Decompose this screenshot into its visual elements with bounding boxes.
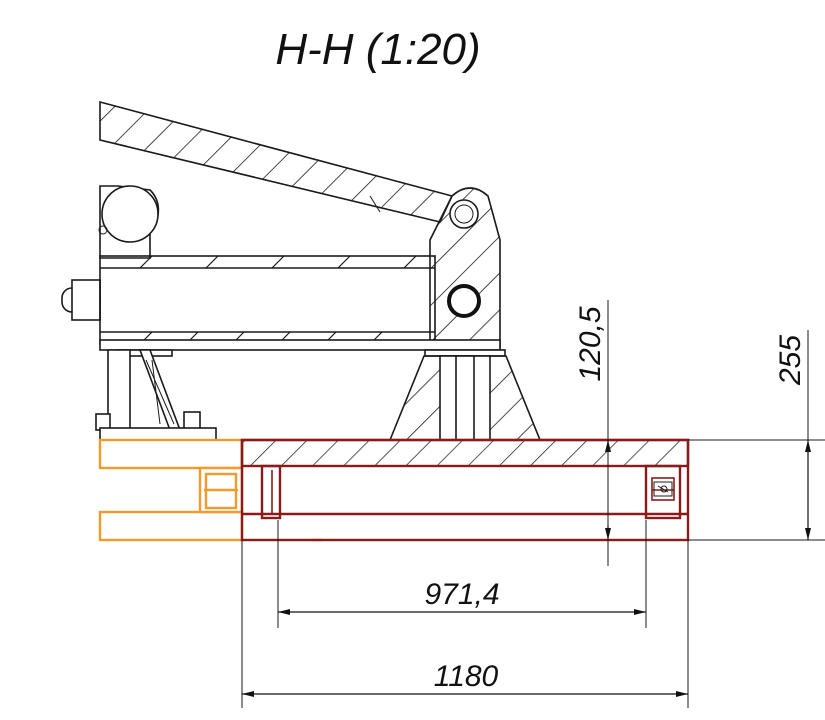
right-fitting (653, 481, 673, 497)
right-inner-block (644, 464, 682, 520)
base-section (240, 438, 690, 542)
hatch-tick (205, 255, 219, 269)
hatch-tick (139, 255, 153, 269)
left-legs (95, 349, 217, 441)
dim-plate-height: 120,5 (574, 300, 611, 566)
main-beam (99, 255, 436, 345)
side-pin (61, 279, 101, 321)
support-pedestal (388, 355, 542, 441)
dim-plate-height-label: 120,5 (574, 306, 607, 381)
dim-overall-width-label: 1180 (434, 660, 499, 693)
crane-structure (61, 100, 542, 441)
hatch-tick (337, 255, 351, 269)
top-plate (240, 438, 690, 468)
dim-base-height: 255 (688, 330, 825, 541)
upper-bracket (98, 185, 160, 259)
lower-flange (99, 339, 506, 357)
dim-inner-width-label: 971,4 (424, 578, 499, 611)
dim-overall-width: 1180 (241, 540, 689, 708)
hatch-tick (271, 255, 285, 269)
dim-inner-width: 971,4 (277, 520, 647, 628)
hatch-tick (403, 255, 417, 269)
section-title: H-H (1:20) (275, 25, 480, 74)
dim-base-height-label: 255 (774, 335, 807, 386)
left-inner-block (260, 464, 282, 520)
lug-plate (429, 187, 501, 349)
